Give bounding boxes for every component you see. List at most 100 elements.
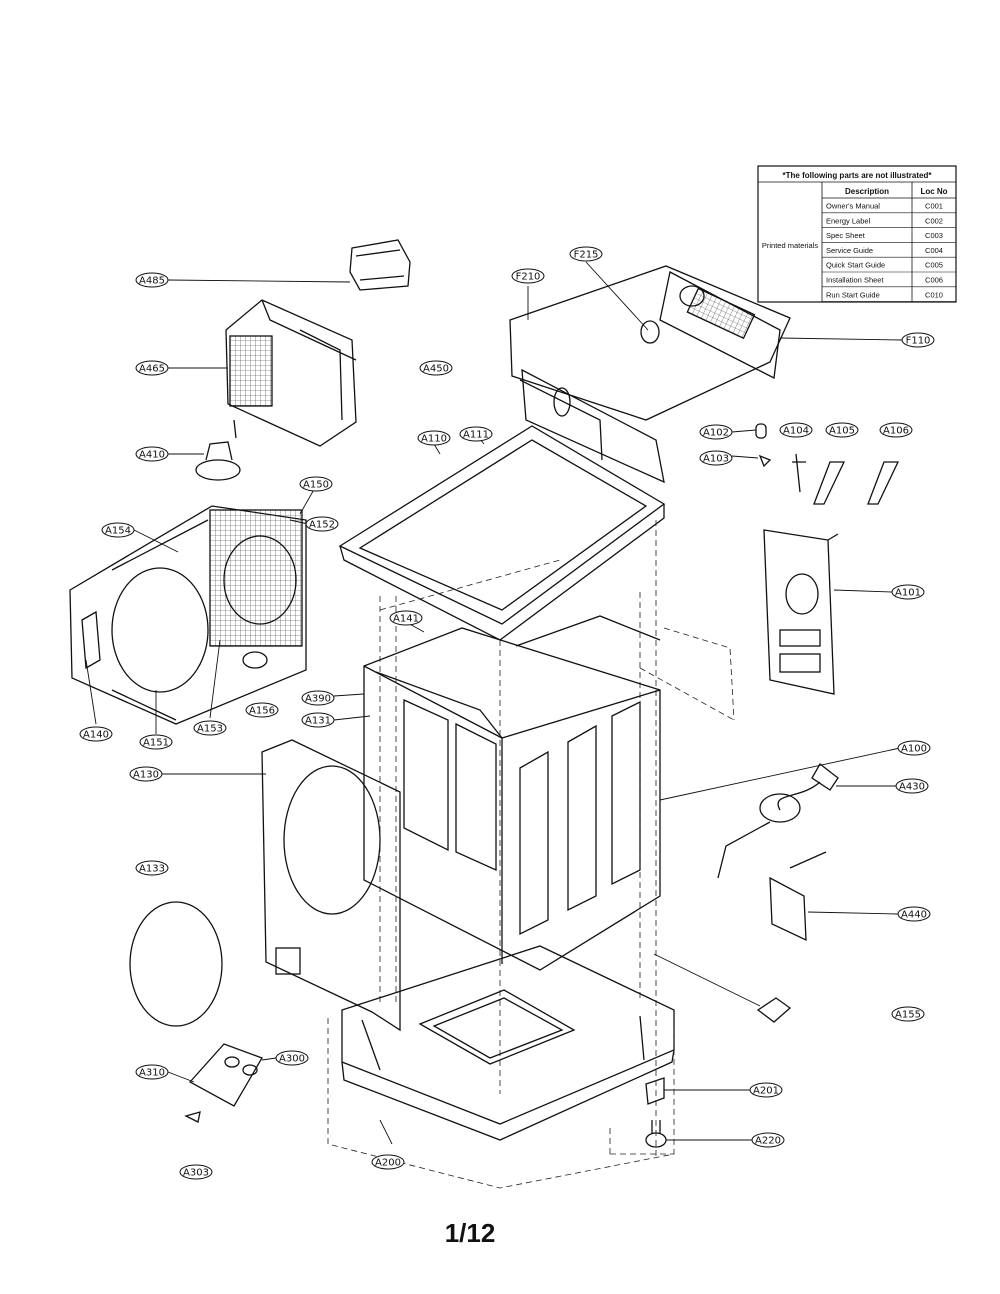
callout-a153: A153 [193,720,227,736]
callout-a131: A131 [301,712,335,728]
callout-a140: A140 [79,726,113,742]
table-header-description: Description [845,187,889,196]
callout-label: A141 [393,614,419,625]
callout-label: A140 [83,730,109,741]
callout-label: A300 [279,1054,305,1065]
callout-f110: F110 [901,332,935,348]
callout-a141: A141 [389,610,423,626]
callout-a133: A133 [135,860,169,876]
callout-label: A151 [143,738,169,749]
callout-label: A105 [829,426,855,437]
part-a102-a106-small-parts [755,423,900,505]
part-a101-rear-panel [763,529,839,695]
callout-f210: F210 [511,268,545,284]
part-a310-hinge [188,1043,263,1107]
table-row-description: Quick Start Guide [826,261,885,270]
part-a440-noise-filter [769,851,827,942]
callout-a220: A220 [751,1132,785,1148]
callout-a151: A151 [139,734,173,750]
callout-label: A450 [423,364,449,375]
callout-label: A201 [753,1086,779,1097]
table-row-description: Installation Sheet [826,276,884,285]
callout-label: A155 [895,1010,921,1021]
callout-label: F215 [574,250,599,261]
callout-label: A465 [139,364,165,375]
callout-a111: A111 [459,426,493,442]
callout-label: A153 [197,724,223,735]
table-row-description: Service Guide [826,246,873,255]
callout-a310: A310 [135,1064,169,1080]
callout-a102: A102 [699,424,733,440]
table-row-loc-no: C003 [925,231,943,240]
callout-f215: F215 [569,246,603,262]
callout-a300: A300 [275,1050,309,1066]
callout-a430: A430 [895,778,929,794]
callout-a156: A156 [245,702,279,718]
callout-a104: A104 [779,422,813,438]
callout-label: A104 [783,426,809,437]
callout-label: A440 [901,910,927,921]
callout-a152: A152 [305,516,339,532]
table-row-description: Owner's Manual [826,202,880,211]
callout-label: A103 [703,454,729,465]
table-row-loc-no: C002 [925,216,943,225]
callout-label: A200 [375,1158,401,1169]
callout-label: A150 [303,480,329,491]
callout-a465: A465 [135,360,169,376]
callout-label: A220 [755,1136,781,1147]
callout-label: A133 [139,864,165,875]
part-a130-front-panel [261,739,401,1032]
table-row-description: Energy Label [826,216,871,225]
table-header-loc-no: Loc No [920,187,947,196]
table-row-description: Run Start Guide [826,290,880,299]
callout-label: A111 [463,430,489,441]
callout-label: A100 [901,744,927,755]
part-a303-screw [184,1111,201,1123]
callout-label: A110 [421,434,447,445]
page-number: 1/12 [444,1218,496,1248]
callout-label: A156 [249,706,275,717]
table-title: *The following parts are not illustrated… [783,171,933,180]
callout-a200: A200 [371,1154,405,1170]
table-row-loc-no: C001 [925,202,943,211]
callout-a100: A100 [897,740,931,756]
table-row-loc-no: C010 [925,290,943,299]
table-row-loc-no: C006 [925,276,943,285]
callout-label: A410 [139,450,165,461]
table-row-loc-no: C005 [925,261,943,270]
callout-a106: A106 [879,422,913,438]
part-a133-door-gasket-ring [129,901,223,1027]
part-a485-board [349,239,411,291]
callout-label: A310 [139,1068,165,1079]
not-illustrated-table: *The following parts are not illustrated… [757,165,957,303]
callout-label: A154 [105,526,131,537]
part-a201-bracket [645,1077,665,1105]
callout-a150: A150 [299,476,333,492]
part-a200-base-frame [341,945,675,1141]
callout-label: A303 [183,1168,209,1179]
table-group-label: Printed materials [762,241,819,250]
callout-label: A152 [309,520,335,531]
part-a110-top-plate [338,425,666,641]
callout-a130: A130 [129,766,163,782]
callout-label: A106 [883,426,909,437]
callout-label: A390 [305,694,331,705]
part-control-panel [509,265,791,484]
callout-a201: A201 [749,1082,783,1098]
callout-label: A430 [899,782,925,793]
callout-label: A485 [139,276,165,287]
part-a155-cap [756,997,792,1023]
part-a100-cabinet [363,615,661,971]
callout-a103: A103 [699,450,733,466]
callout-label: F210 [516,272,541,283]
callout-label: A131 [305,716,331,727]
callout-label: A101 [895,588,921,599]
callout-a154: A154 [101,522,135,538]
part-a410-inlet-valve [195,419,241,481]
callout-a110: A110 [417,430,451,446]
callout-label: A102 [703,428,729,439]
callout-a450: A450 [419,360,453,376]
